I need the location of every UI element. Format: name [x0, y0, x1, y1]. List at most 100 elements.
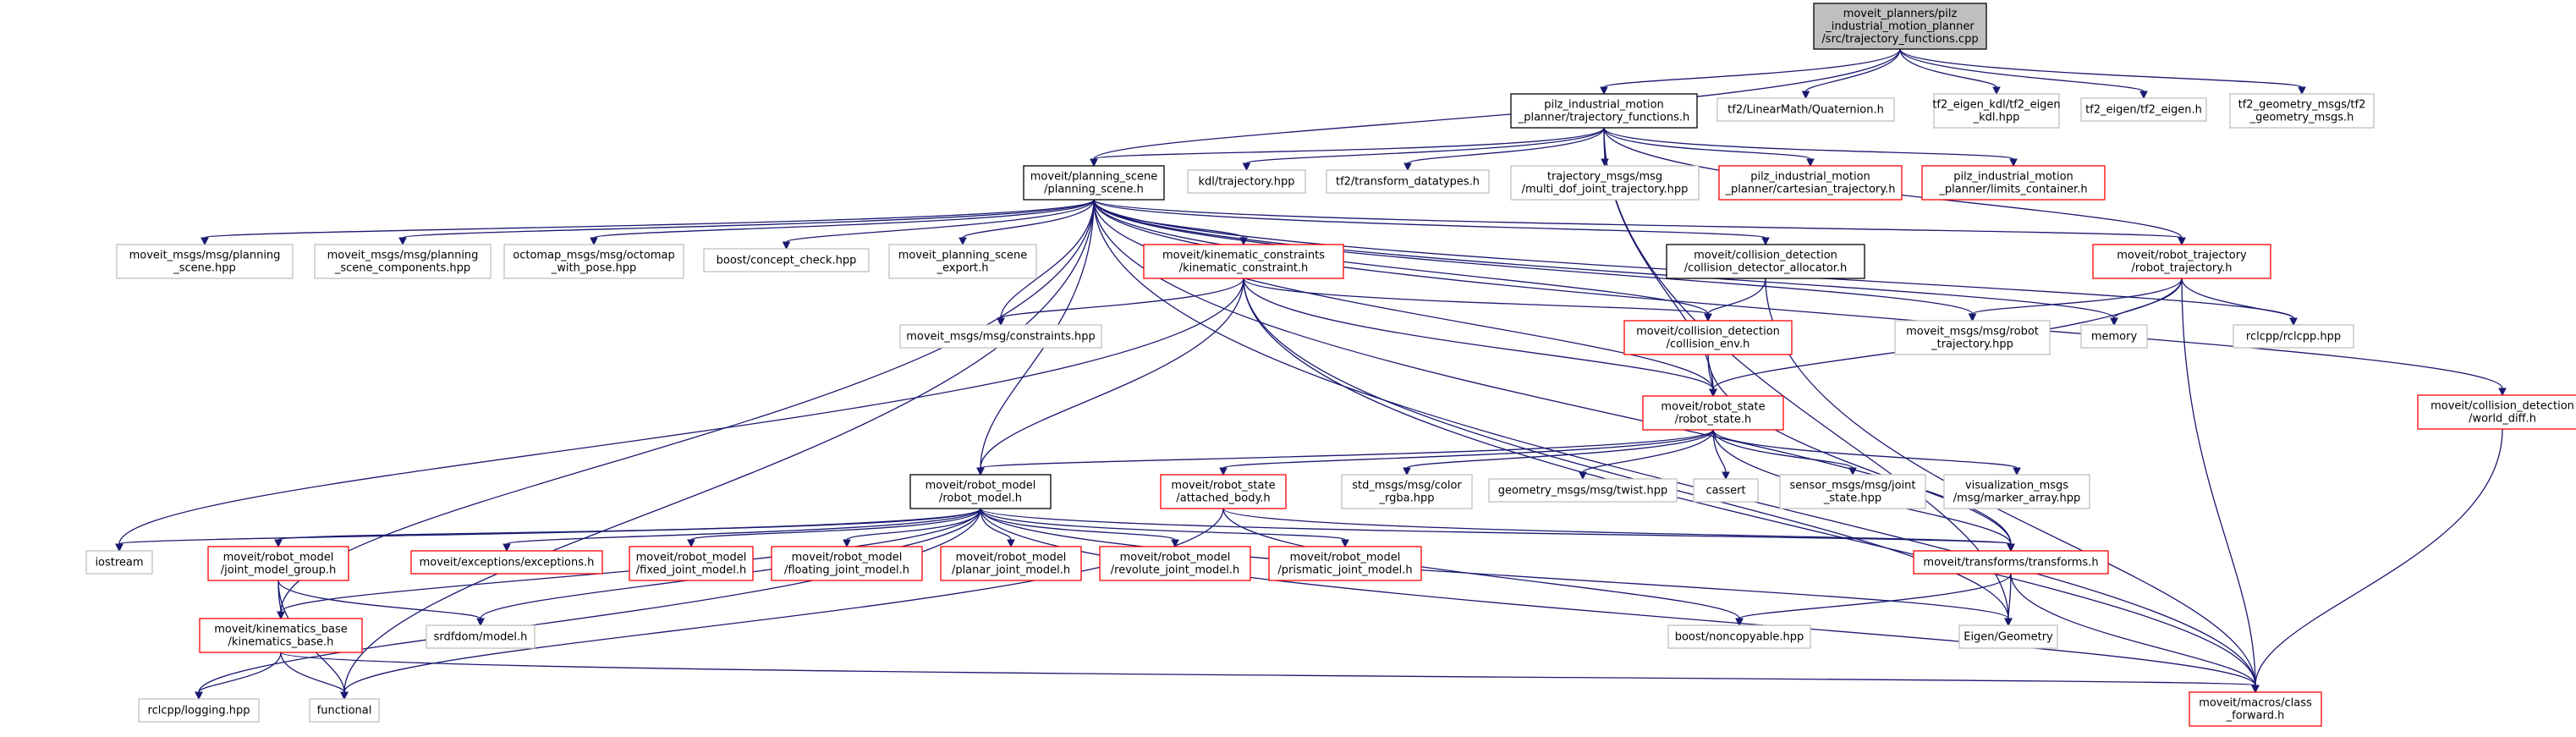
node-robot_model[interactable]: moveit/robot_model/robot_model.h: [909, 474, 1052, 509]
node-exceptions[interactable]: moveit/exceptions/exceptions.h: [410, 550, 603, 575]
node-planar[interactable]: moveit/robot_model/planar_joint_model.h: [940, 546, 1082, 581]
node-box: [940, 546, 1082, 581]
node-label-line: /attached_body.h: [1176, 492, 1270, 505]
node-tf2_geo: tf2_geometry_msgs/tf2_geometry_msgs.h: [2229, 93, 2375, 129]
node-label-line: kdl/trajectory.hpp: [1198, 176, 1294, 189]
node-joint_state: sensor_msgs/msg/joint_state.hpp: [1779, 474, 1926, 509]
node-label-line: tf2_eigen_kdl/tf2_eigen: [1932, 99, 2060, 112]
edge-traj_fn-to-planning_scene: [1090, 127, 1605, 168]
node-coll_env[interactable]: moveit/collision_detection/collision_env…: [1623, 320, 1793, 355]
edge-root-to-tf2_geo: [1899, 48, 2306, 96]
edge-root-to-tf2_quat: [1801, 48, 1901, 100]
node-label-line: _with_pose.hpp: [551, 262, 636, 275]
node-label-line: /prismatic_joint_model.h: [1277, 564, 1412, 577]
edge-traj_fn-to-kdl_traj: [1242, 127, 1605, 172]
node-robot_traj[interactable]: moveit/robot_trajectory/robot_trajectory…: [2092, 244, 2271, 279]
edge-robot_state-to-robot_model: [976, 429, 1714, 476]
node-label-line: /src/trajectory_functions.cpp: [1821, 33, 1978, 46]
node-box: [199, 618, 363, 653]
node-label-line: /kinematic_constraint.h: [1179, 262, 1309, 275]
node-label-line: visualization_msgs: [1965, 480, 2068, 492]
edge-kin_base-to-class_fwd: [280, 652, 2260, 694]
node-label-line: moveit_planners/pilz: [1843, 8, 1958, 20]
edge-planning_scene-to-octomap: [590, 199, 1095, 246]
edge-robot_state-to-cassert: [1712, 429, 1730, 481]
node-label-line: /collision_detector_allocator.h: [1684, 262, 1848, 275]
node-world_diff[interactable]: moveit/collision_detection/world_diff.h: [2417, 394, 2576, 430]
node-box: [1326, 169, 1490, 194]
node-label-line: /robot_model.h: [939, 492, 1022, 505]
node-box: [207, 546, 349, 581]
node-label-line: geometry_msgs/msg/twist.hpp: [1498, 485, 1668, 498]
node-label-line: moveit_msgs/msg/planning: [327, 250, 479, 262]
node-transforms[interactable]: moveit/transforms/transforms.h: [1913, 550, 2109, 575]
node-rclcpp: rclcpp/rclcpp.hpp: [2233, 324, 2354, 349]
node-prismatic[interactable]: moveit/robot_model/prismatic_joint_model…: [1268, 546, 1422, 581]
node-box: [1779, 474, 1926, 509]
node-traj_fn[interactable]: pilz_industrial_motion_planner/trajector…: [1510, 93, 1698, 129]
node-limits[interactable]: pilz_industrial_motion_planner/limits_co…: [1921, 165, 2106, 201]
node-label-line: _state.hpp: [1823, 492, 1881, 505]
node-label-line: rclcpp/rclcpp.hpp: [2246, 331, 2341, 344]
node-fixed[interactable]: moveit/robot_model/fixed_joint_model.h: [629, 546, 754, 581]
node-label-line: boost/concept_check.hpp: [717, 255, 857, 267]
node-box: [1143, 244, 1344, 279]
edge-traj_fn-to-limits: [1603, 127, 2018, 168]
node-label-line: moveit_msgs/msg/planning: [129, 250, 281, 262]
node-root[interactable]: moveit_planners/pilz_industrial_motion_p…: [1813, 3, 1987, 50]
node-box: [1894, 320, 2051, 355]
node-label-line: tf2/LinearMath/Quaternion.h: [1727, 104, 1884, 117]
edge-robot_model-to-floating: [843, 508, 981, 548]
node-functional: functional: [309, 698, 380, 723]
node-label-line: /multi_dof_joint_trajectory.hpp: [1522, 184, 1689, 196]
node-box: [771, 546, 923, 581]
node-label-line: sensor_msgs/msg/joint: [1789, 480, 1915, 492]
node-robot_state[interactable]: moveit/robot_state/robot_state.h: [1642, 395, 1784, 431]
node-box: [1813, 3, 1987, 50]
node-box: [1693, 478, 1759, 503]
node-box: [2189, 691, 2322, 727]
node-label-line: moveit_msgs/msg/robot: [1906, 326, 2039, 338]
node-label-line: boost/noncopyable.hpp: [1675, 631, 1804, 644]
node-label-line: /world_diff.h: [2469, 413, 2536, 426]
node-label-line: moveit/planning_scene: [1030, 171, 1157, 184]
node-attached[interactable]: moveit/robot_state/attached_body.h: [1160, 474, 1287, 509]
edge-planning_scene-to-world_diff: [1093, 199, 2507, 397]
node-label-line: /kinematics_base.h: [228, 636, 334, 649]
edge-kin_con-to-iostream: [115, 278, 1244, 553]
node-label-line: _trajectory.hpp: [1931, 338, 2013, 351]
edge-robot_model-to-planar: [980, 508, 1015, 548]
node-cd_alloc[interactable]: moveit/collision_detection/collision_det…: [1666, 244, 1865, 279]
node-box: [314, 244, 492, 279]
node-label-line: moveit_msgs/msg/constraints.hpp: [906, 331, 1096, 344]
node-box: [1341, 474, 1473, 509]
node-revolute[interactable]: moveit/robot_model/revolute_joint_model.…: [1099, 546, 1251, 581]
node-label-line: _kdl.hpp: [1973, 112, 2020, 124]
node-label-line: moveit/robot_model: [792, 552, 903, 564]
node-label-line: std_msgs/msg/color: [1352, 480, 1462, 492]
node-floating[interactable]: moveit/robot_model/floating_joint_model.…: [771, 546, 923, 581]
edge-robot_model-to-fixed: [687, 508, 981, 548]
edge-planning_scene-to-cd_alloc: [1093, 199, 1770, 246]
node-cart_traj[interactable]: pilz_industrial_motion_planner/cartesian…: [1718, 165, 1903, 201]
edge-layer: [115, 48, 2507, 701]
node-kin_base[interactable]: moveit/kinematics_base/kinematics_base.h: [199, 618, 363, 653]
node-label-line: moveit/robot_model: [956, 552, 1067, 564]
node-box: [2233, 324, 2354, 349]
node-jmg[interactable]: moveit/robot_model/joint_model_group.h: [207, 546, 349, 581]
node-kin_con[interactable]: moveit/kinematic_constraints/kinematic_c…: [1143, 244, 1344, 279]
node-tf2_kdl: tf2_eigen_kdl/tf2_eigen_kdl.hpp: [1932, 93, 2061, 129]
node-planning_scene[interactable]: moveit/planning_scene/planning_scene.h: [1023, 165, 1165, 201]
node-label-line: functional: [317, 705, 372, 718]
node-class_fwd[interactable]: moveit/macros/class_forward.h: [2189, 691, 2322, 727]
edge-robot_traj-to-robot_traj_msg: [1968, 278, 2183, 322]
edge-root-to-tf2_kdl: [1899, 48, 2001, 96]
node-traj_msgs: trajectory_msgs/msg/multi_dof_joint_traj…: [1510, 165, 1700, 201]
node-label-line: tf2/transform_datatypes.h: [1336, 176, 1480, 189]
edge-planning_scene-to-robot_traj: [1093, 199, 2186, 246]
node-box: [1023, 165, 1165, 201]
node-label-line: memory: [2091, 331, 2138, 344]
node-box: [1488, 478, 1678, 503]
node-label-line: moveit/robot_model: [925, 480, 1036, 492]
node-label-line: _planner/limits_container.h: [1938, 184, 2087, 196]
